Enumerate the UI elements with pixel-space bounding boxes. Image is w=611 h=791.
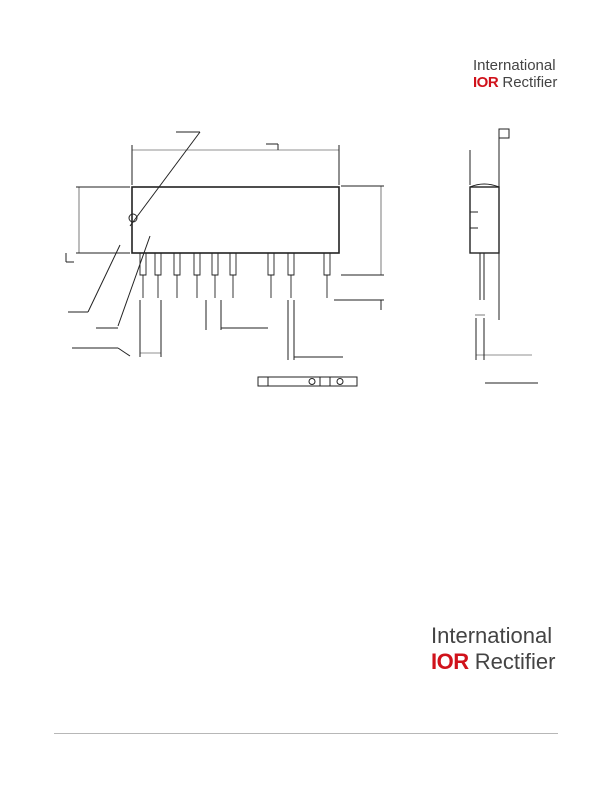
logo-word-rectifier: Rectifier — [474, 649, 556, 674]
logo-word-international: International — [431, 623, 553, 648]
logo-row-rectifier: IOR Rectifier — [431, 649, 555, 675]
logo-ior-mark: IOR — [431, 649, 469, 674]
tolerance-frame — [257, 376, 358, 387]
side-view-body — [469, 186, 500, 254]
company-logo-top: International IOR Rectifier — [473, 57, 557, 91]
side-view — [469, 128, 538, 384]
logo-word-international: International — [473, 57, 556, 74]
logo-row-rectifier: IOR Rectifier — [473, 74, 557, 91]
package-body — [131, 186, 340, 254]
pin-group — [139, 253, 331, 298]
logo-word-rectifier: Rectifier — [502, 74, 558, 91]
footer-rule — [54, 733, 558, 734]
logo-ior-mark: IOR — [473, 74, 499, 91]
company-logo-bottom: International IOR Rectifier — [431, 623, 555, 675]
